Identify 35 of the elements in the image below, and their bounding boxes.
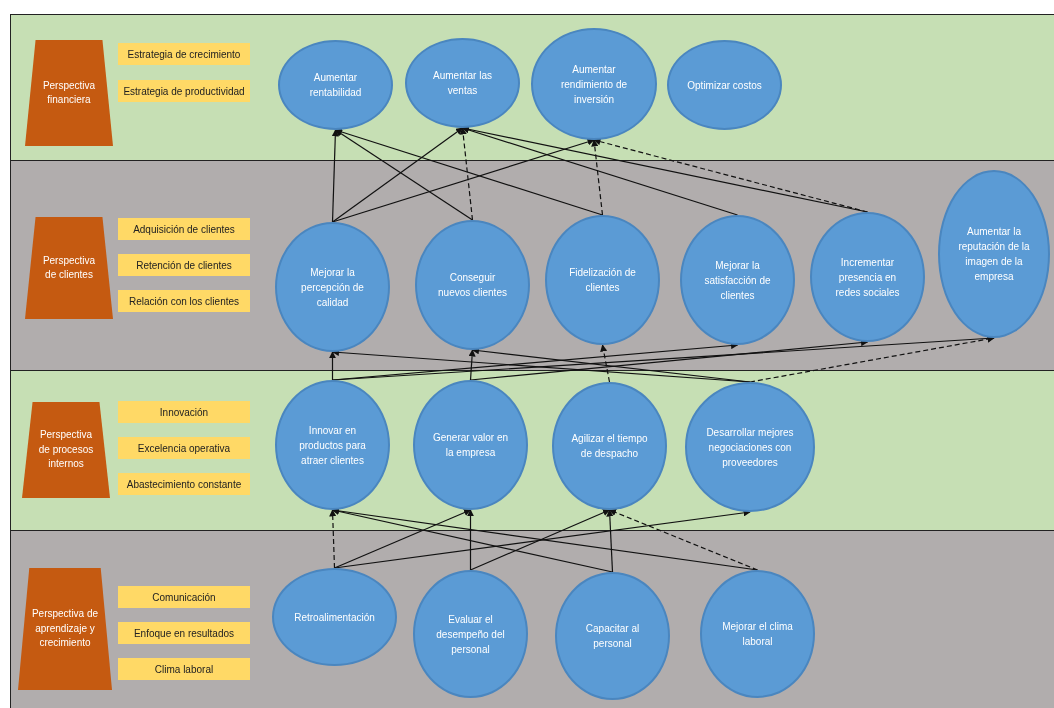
strategy-tag: Retención de clientes xyxy=(118,254,250,276)
perspective-trapezoid xyxy=(25,40,113,146)
perspective-label: Perspectiva financiera xyxy=(41,78,97,107)
perspective-label: Perspectiva de clientes xyxy=(41,253,97,282)
strategy-tag: Estrategia de productividad xyxy=(118,80,250,102)
arrow xyxy=(749,335,995,383)
strategy-tag: Abastecimiento constante xyxy=(118,473,250,495)
arrow xyxy=(333,509,472,569)
perspective-label: Perspectiva de aprendizaje y crecimiento xyxy=(30,607,100,651)
strategy-tag: Enfoque en resultados xyxy=(118,622,250,644)
arrow xyxy=(593,138,869,213)
strategy-tag: Relación con los clientes xyxy=(118,290,250,312)
arrow xyxy=(331,138,595,223)
perspective-trapezoid xyxy=(25,217,113,319)
arrow xyxy=(600,344,611,383)
strategy-tag: Adquisición de clientes xyxy=(118,218,250,240)
strategy-tag: Estrategia de crecimiento xyxy=(118,43,250,65)
perspective-label: Perspectiva de procesos internos xyxy=(37,428,95,472)
strategy-tag: Clima laboral xyxy=(118,658,250,680)
arrow xyxy=(329,509,337,569)
arrow xyxy=(459,127,474,221)
arrow xyxy=(469,509,611,571)
arrow xyxy=(606,509,614,573)
strategy-tag: Comunicación xyxy=(118,586,250,608)
perspective-trapezoid xyxy=(18,568,112,690)
arrow xyxy=(331,129,339,223)
strategy-tag: Innovación xyxy=(118,401,250,423)
arrow xyxy=(468,349,476,381)
perspective-trapezoid xyxy=(22,402,110,498)
arrow xyxy=(328,351,337,381)
arrow xyxy=(591,139,604,216)
arrow xyxy=(471,347,751,383)
arrow xyxy=(469,339,869,381)
arrow xyxy=(466,509,475,571)
strategy-tag: Excelencia operativa xyxy=(118,437,250,459)
